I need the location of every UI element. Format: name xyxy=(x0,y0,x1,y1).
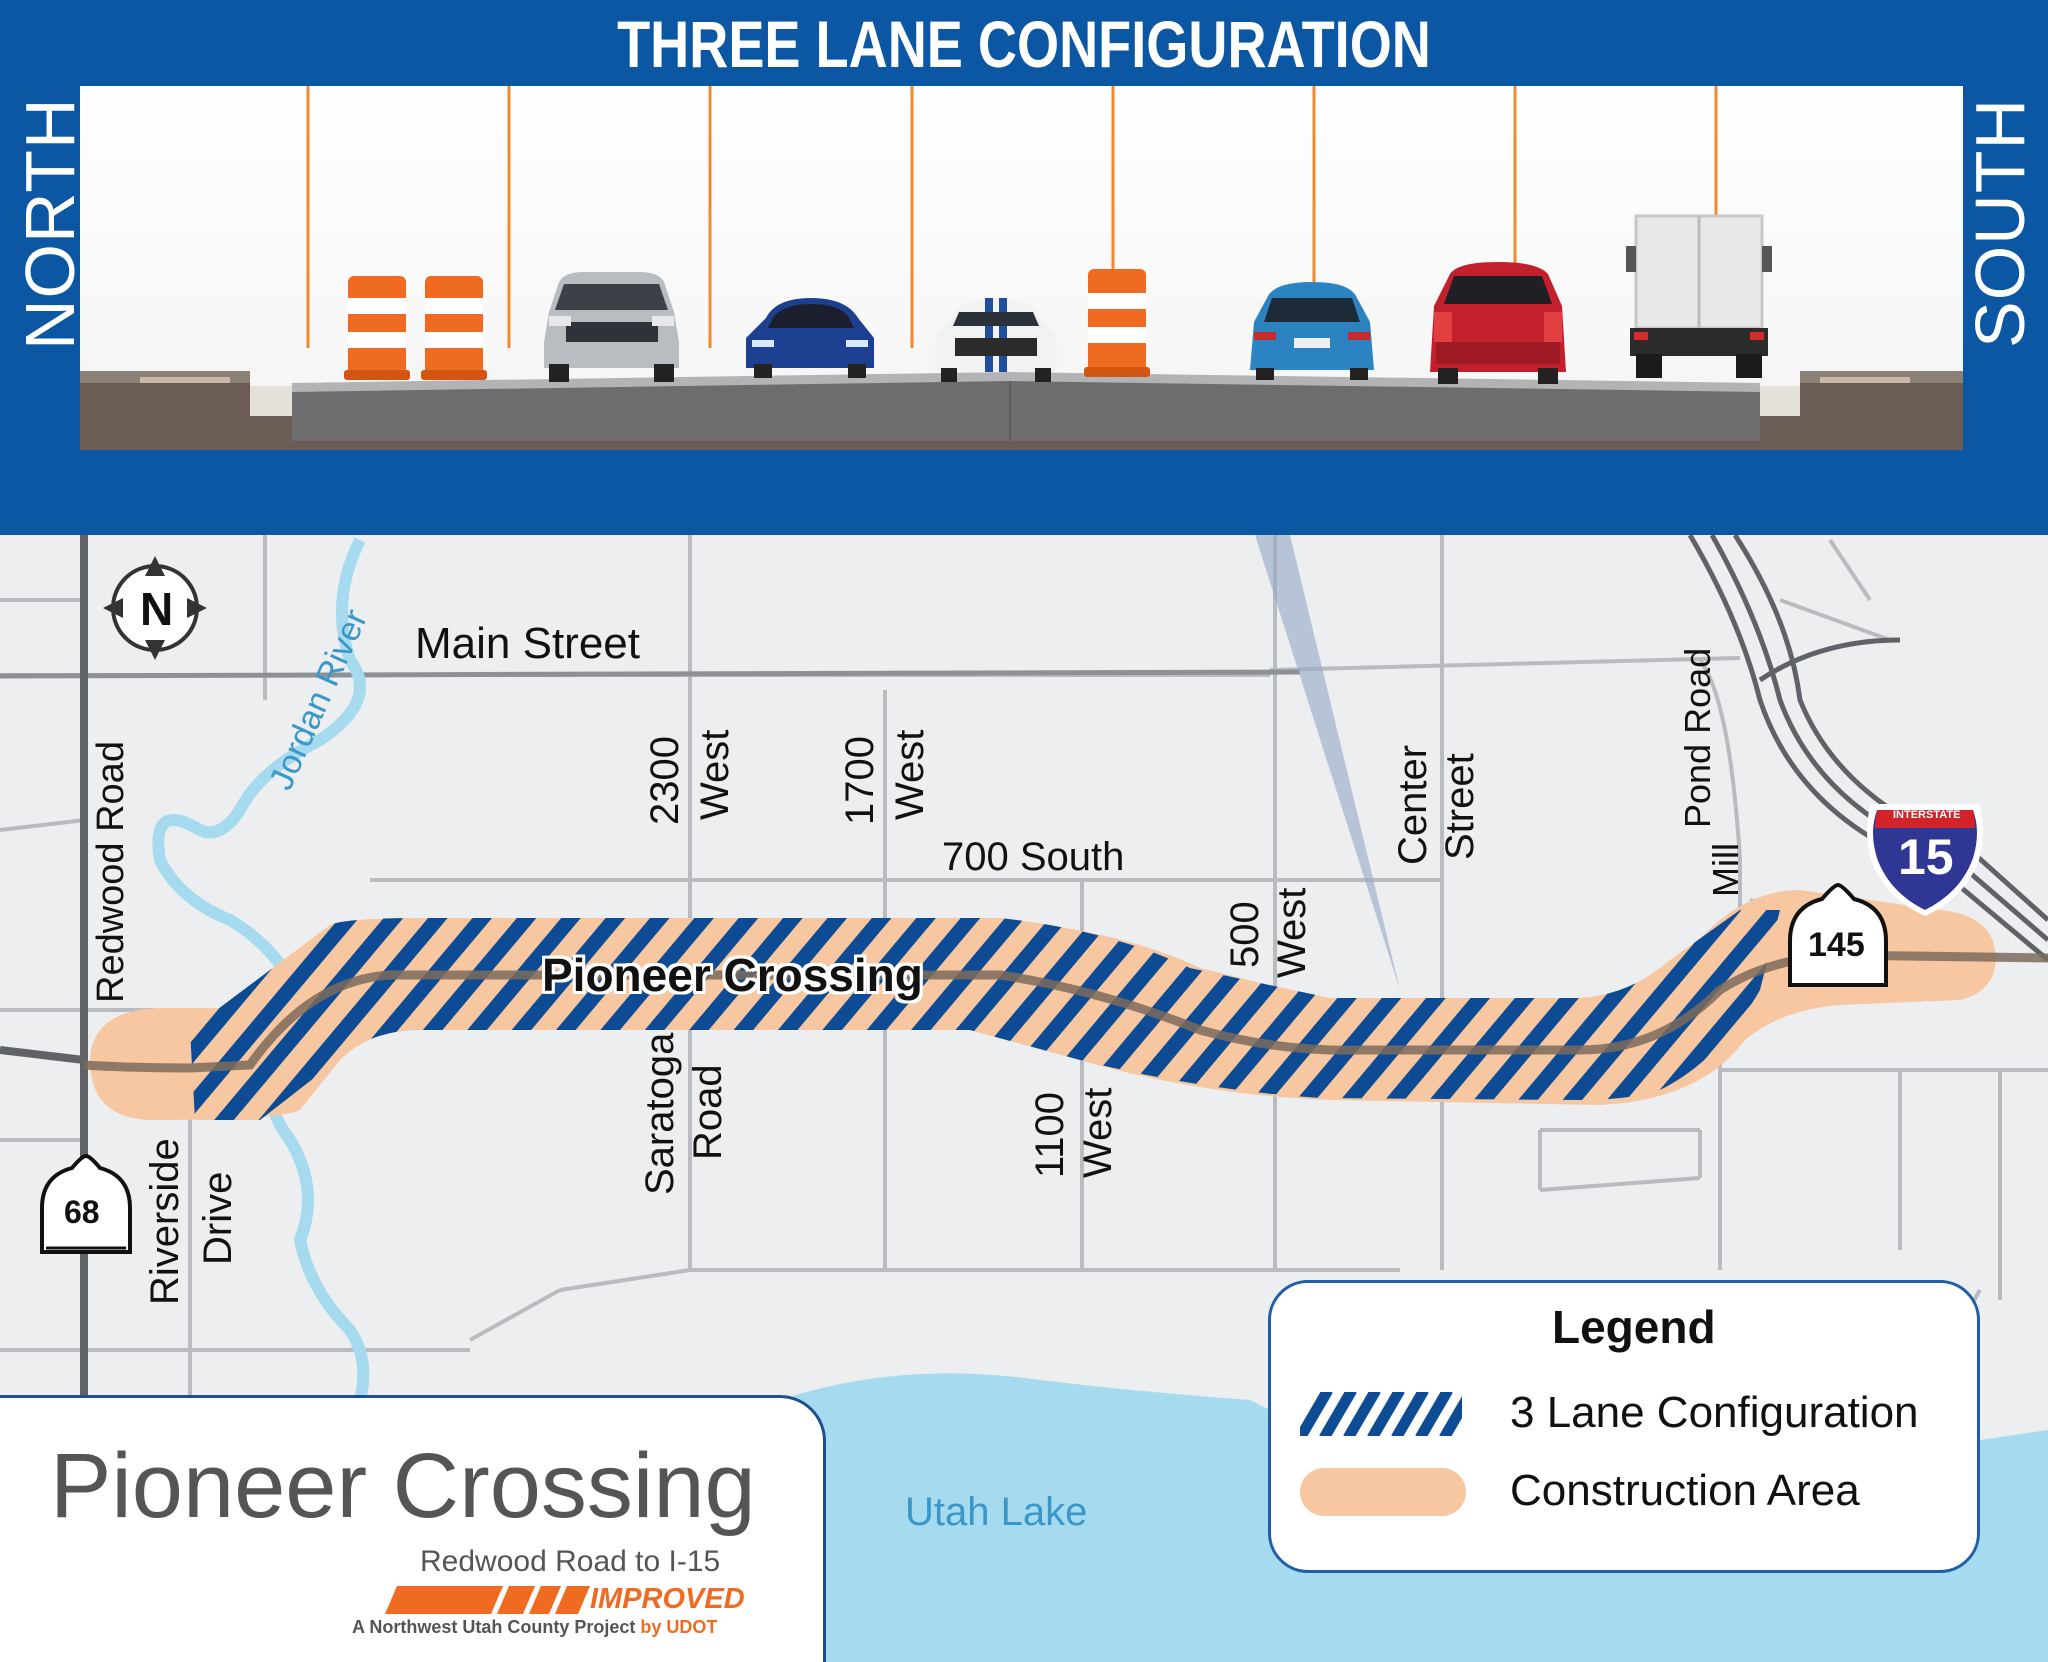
center-street-label-1: Center xyxy=(1391,744,1435,865)
riverside-drive-label-1: Riverside xyxy=(143,1138,187,1305)
1100-west-num-label: 1100 xyxy=(1028,1091,1072,1178)
vehicles xyxy=(544,214,1772,384)
north-label-text: NORTH xyxy=(11,97,89,350)
cross-section-title: THREE LANE CONFIGURATION xyxy=(617,7,1431,81)
compass-icon xyxy=(103,556,207,660)
2300-west-dir-label: West xyxy=(693,729,737,820)
mill-pond-label-2: Pond Road xyxy=(1677,647,1718,828)
500-west-num-label: 500 xyxy=(1223,901,1267,968)
south-label-text: SOUTH xyxy=(1961,98,2039,348)
main-street-line xyxy=(0,669,1301,679)
pioneer-crossing-road xyxy=(83,950,2048,1073)
i15-shield-icon xyxy=(1867,804,1983,916)
legend-title: Legend xyxy=(1552,1301,1716,1353)
redwood-road-label: Redwood Road xyxy=(90,741,132,1003)
1700-west-dir-label: West xyxy=(888,729,932,820)
center-street-label-2: Street xyxy=(1438,753,1482,860)
credit-line: A Northwest Utah County Project by UDOT xyxy=(352,1617,717,1638)
improved-wordmark: IMPROVED xyxy=(590,1583,745,1615)
sr68-number: 68 xyxy=(64,1194,100,1230)
construction-barrels xyxy=(344,269,1150,380)
1100-west-dir-label: West xyxy=(1076,1087,1120,1178)
700-south-label: 700 South xyxy=(942,835,1125,879)
project-map xyxy=(0,535,2048,1662)
title-block xyxy=(0,1395,826,1662)
sr145-shield-icon xyxy=(1788,882,1888,987)
1700-west-num-label: 1700 xyxy=(838,736,882,825)
riverside-drive-label-2: Drive xyxy=(196,1171,240,1265)
credit-by-udot: by UDOT xyxy=(640,1617,718,1637)
jordan-river xyxy=(152,537,370,1402)
sr68-shield-icon xyxy=(40,1153,132,1254)
legend-label-construction: Construction Area xyxy=(1510,1466,1860,1515)
main-street-label: Main Street xyxy=(415,619,640,668)
three-lane-hatch xyxy=(190,910,1780,1120)
legend-label-3-lane: 3 Lane Configuration xyxy=(1510,1388,1919,1437)
project-title: Pioneer Crossing xyxy=(50,1435,756,1537)
legend-hatch-swatch xyxy=(1300,1392,1462,1436)
pioneer-crossing-label: Pioneer Crossing xyxy=(542,949,923,1001)
500-west-dir-label: West xyxy=(1270,887,1314,978)
improved-stripes-icon xyxy=(385,1586,590,1614)
utah-lake-label: Utah Lake xyxy=(905,1490,1088,1534)
i15-top-text: INTERSTATE xyxy=(1893,809,1961,821)
south-label: SOUTH xyxy=(1960,98,2039,348)
legend-box xyxy=(1268,1280,1980,1573)
saratoga-road-label-2: Road xyxy=(686,1064,730,1160)
2300-west-num-label: 2300 xyxy=(643,736,687,825)
cross-section-panel: THREE LANE CONFIGURATION NORTH SOUTH xyxy=(0,0,2048,535)
compass-letter: N xyxy=(140,583,174,635)
i15-number: 15 xyxy=(1898,829,1954,885)
credit-text: A Northwest Utah County Project xyxy=(352,1617,636,1637)
project-subtitle: Redwood Road to I-15 xyxy=(420,1545,721,1578)
sr145-number: 145 xyxy=(1808,926,1865,964)
mill-pond-label-1: Mill xyxy=(1705,843,1746,897)
saratoga-road-label-1: Saratoga xyxy=(638,1032,682,1195)
legend-construction-swatch xyxy=(1300,1468,1466,1516)
road-cross-section xyxy=(80,86,1963,450)
north-label: NORTH xyxy=(10,97,89,350)
